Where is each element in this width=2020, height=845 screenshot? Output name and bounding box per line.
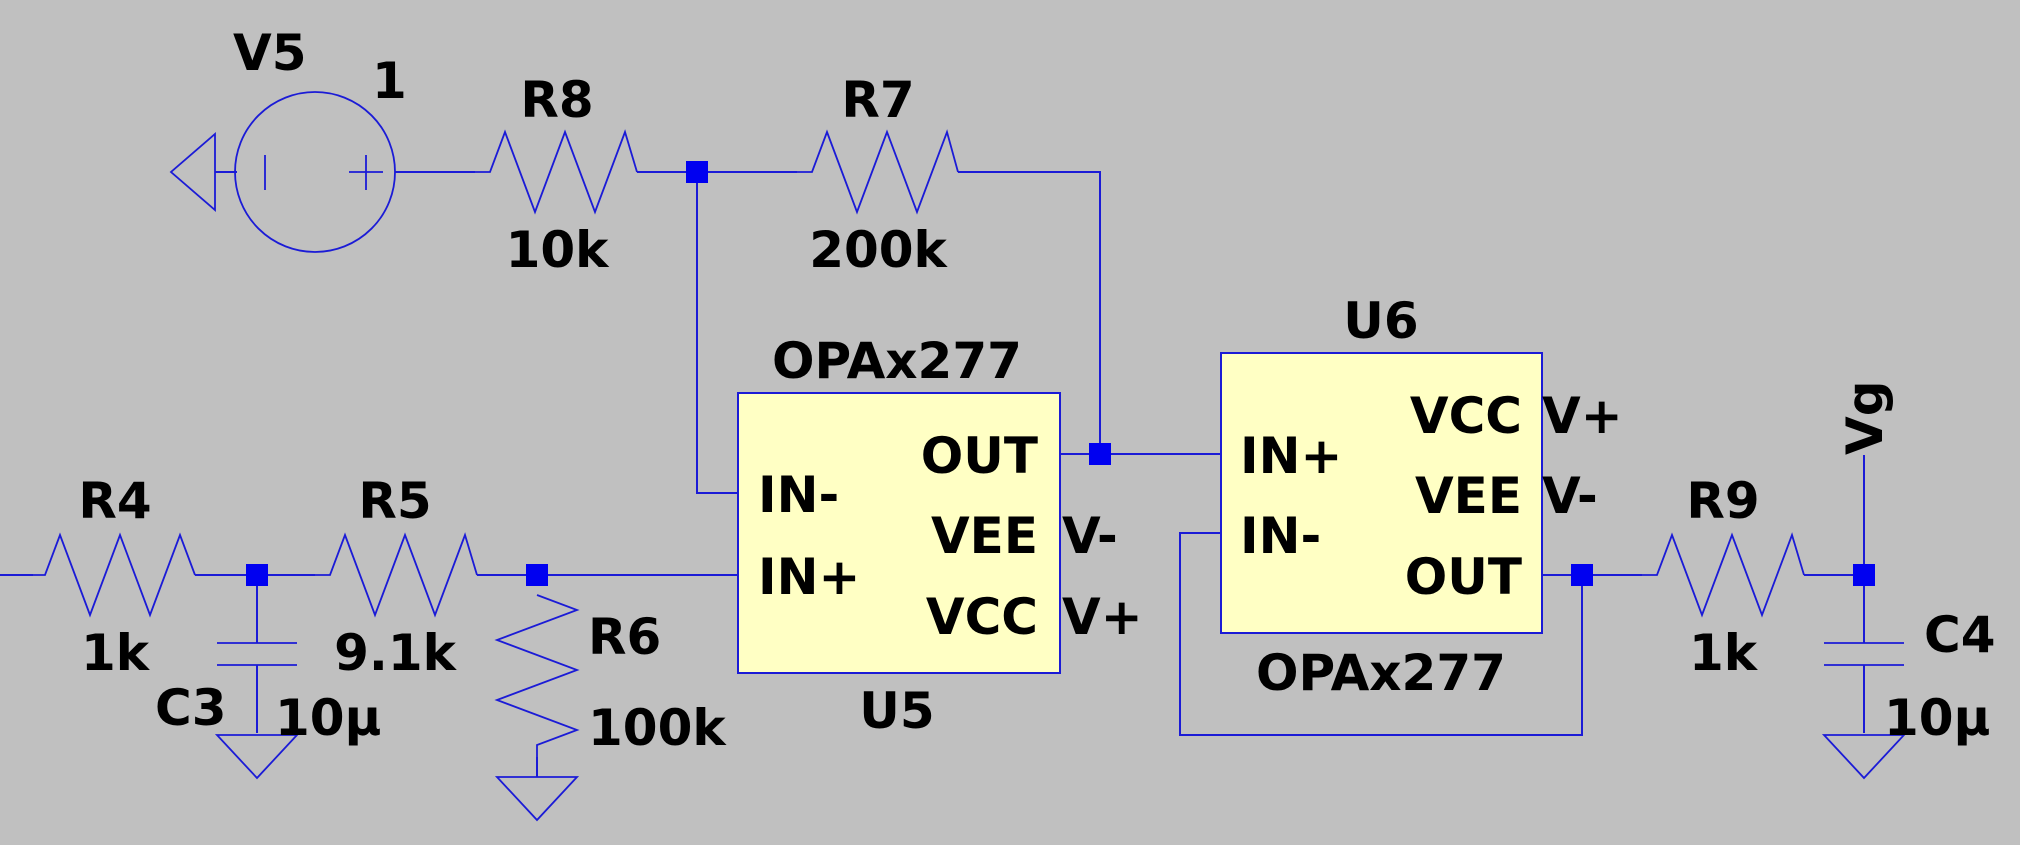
u6-pin-in-minus-label: IN- [1240, 507, 1321, 565]
r9-ref-label: R9 [1686, 472, 1759, 530]
v5-ref-label: V5 [233, 24, 307, 82]
wire-feedback-u5-inminus [696, 172, 738, 494]
u6-pin-vcc-label: VCC [1410, 387, 1522, 445]
u5-pin-vcc-label: VCC [926, 588, 1038, 646]
resistor-r4-icon[interactable] [33, 532, 196, 618]
wires [0, 171, 1865, 777]
resistor-r8-icon[interactable] [475, 129, 638, 215]
ground-r6-icon [494, 776, 580, 822]
u5-pin-vee-label: VEE [931, 507, 1038, 565]
vg-net-label: Vg [1836, 381, 1894, 456]
r7-value-label: 200k [809, 221, 948, 279]
r8-value-label: 10k [506, 221, 611, 279]
u5-ref-label: U5 [859, 682, 934, 740]
u5-pin-in-minus-label: IN- [758, 466, 839, 524]
r8-ref-label: R8 [520, 71, 593, 129]
u5-pin-out-label: OUT [921, 427, 1038, 485]
c4-ref-label: C4 [1924, 606, 1995, 664]
c4-value-label: 10µ [1884, 689, 1990, 747]
c3-value-label: 10µ [275, 689, 381, 747]
u6-ref-label: U6 [1343, 292, 1418, 350]
ground-v5-icon [169, 132, 216, 212]
junction-dot [1089, 443, 1111, 465]
u5-part-label: OPAx277 [772, 332, 1022, 390]
resistor-r5-icon[interactable] [315, 532, 478, 618]
ground-c4-icon [1821, 734, 1907, 780]
r9-value-label: 1k [1689, 624, 1759, 682]
junction-dot [526, 564, 548, 586]
r6-value-label: 100k [588, 699, 727, 757]
ground-c3-icon [214, 734, 300, 780]
u6-pin-vee-label: VEE [1415, 467, 1522, 525]
u5-vcc-net-label: V+ [1062, 588, 1143, 646]
junction-dot [1853, 564, 1875, 586]
opamp-u6-body[interactable] [1220, 352, 1543, 634]
r4-value-label: 1k [81, 624, 151, 682]
voltage-source-v5[interactable] [169, 91, 396, 253]
r4-ref-label: R4 [78, 472, 151, 530]
u6-vcc-net-label: V+ [1542, 387, 1623, 445]
resistor-r9-icon[interactable] [1642, 532, 1805, 618]
junction-dot [686, 161, 708, 183]
opamp-u5-body[interactable] [737, 392, 1061, 674]
source-circle-icon [234, 91, 396, 253]
resistor-r7-icon[interactable] [797, 129, 959, 215]
wire-r7-u5-out [958, 171, 1101, 454]
v5-value-label: 1 [372, 52, 407, 110]
c3-ref-label: C3 [155, 679, 226, 737]
u6-part-label: OPAx277 [1256, 644, 1506, 702]
u6-pin-out-label: OUT [1405, 548, 1522, 606]
r7-ref-label: R7 [841, 71, 914, 129]
capacitor-c3-icon[interactable] [217, 642, 297, 666]
r5-ref-label: R5 [358, 472, 431, 530]
u6-pin-in-plus-label: IN+ [1240, 427, 1342, 485]
u5-pin-in-plus-label: IN+ [758, 548, 860, 606]
capacitor-c4-icon[interactable] [1824, 642, 1904, 666]
junction-dot [1571, 564, 1593, 586]
r6-ref-label: R6 [588, 608, 661, 666]
resistor-r6-icon[interactable] [494, 594, 580, 757]
wire-u6-follower [1179, 532, 1583, 736]
junction-dot [246, 564, 268, 586]
u5-vee-net-label: V- [1062, 507, 1118, 565]
r5-value-label: 9.1k [334, 624, 458, 682]
u6-vee-net-label: V- [1542, 467, 1598, 525]
junctions [246, 161, 1875, 586]
